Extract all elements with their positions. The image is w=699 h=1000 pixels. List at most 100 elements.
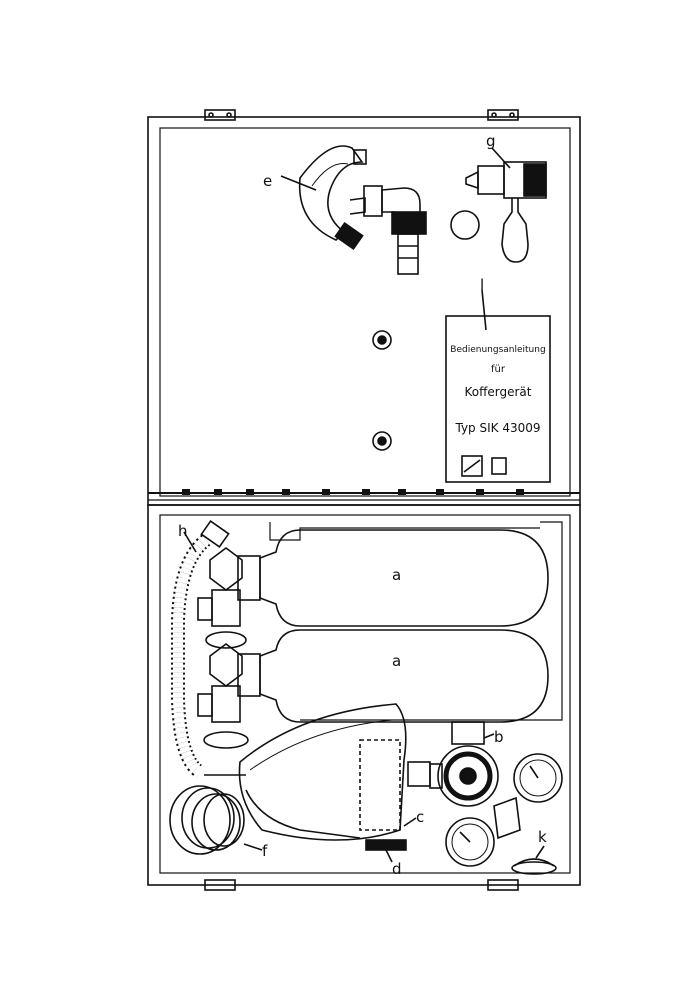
label-l: l xyxy=(480,276,484,294)
tray-wall xyxy=(300,521,563,721)
lid-screw-upper xyxy=(372,330,392,350)
pressure-regulator-b xyxy=(429,721,563,867)
label-a-lower: a xyxy=(392,652,401,670)
leader-b xyxy=(483,733,495,739)
mask-top-nipple xyxy=(353,149,367,165)
leader-h xyxy=(183,531,197,553)
gauge-lower-needle xyxy=(459,831,471,843)
body-inner-frame xyxy=(159,514,571,874)
label-e: e xyxy=(263,172,272,190)
knurled-nut xyxy=(391,211,427,235)
lid-inner-frame xyxy=(159,127,571,497)
cylinder-valves xyxy=(197,547,249,749)
oxygen-cylinder-lower xyxy=(237,629,549,723)
knurled-grip xyxy=(523,163,547,197)
leader-c xyxy=(403,817,417,827)
bag-outline xyxy=(238,703,407,841)
plate-line-1: Bedienungsanleitung xyxy=(450,345,545,355)
valve-handle-upper xyxy=(197,597,213,621)
latch-rivet xyxy=(509,112,515,118)
regulator-housing xyxy=(437,745,499,807)
cartridge-base-d xyxy=(365,839,407,851)
gauge-upper xyxy=(513,753,563,803)
lid-opening xyxy=(450,210,480,240)
cylinder-neck xyxy=(237,653,261,697)
label-f: f xyxy=(262,842,268,860)
regulator-hub xyxy=(459,767,477,785)
corrugated-hose-h xyxy=(171,520,230,778)
gauge-upper-face xyxy=(519,759,557,797)
label-k: k xyxy=(538,828,547,846)
plate-text: Bedienungsanleitung für Koffergerät Typ … xyxy=(450,345,545,435)
emblem-stroke xyxy=(463,459,481,473)
coil-loop xyxy=(169,785,231,855)
regulator-dial-ring xyxy=(443,751,493,801)
cylinder-neck xyxy=(237,555,261,601)
label-h: h xyxy=(178,522,188,540)
hinge-knuckles xyxy=(182,489,524,495)
valve-body-upper xyxy=(211,589,241,627)
small-part-k xyxy=(511,845,557,875)
regulator-top-block xyxy=(451,721,485,745)
mask-rim xyxy=(311,162,349,187)
part-k-base xyxy=(511,861,557,875)
valve-handle-lower xyxy=(197,693,213,717)
fitting-assembly-g xyxy=(465,147,547,263)
hex-nut xyxy=(363,185,383,217)
screw-center xyxy=(377,436,387,446)
label-g: g xyxy=(486,132,496,150)
mask-valve xyxy=(334,222,364,250)
gauge-lower-face xyxy=(451,823,489,861)
cartridge-c xyxy=(359,739,401,831)
coil-loop xyxy=(191,793,241,851)
hex-valve-upper xyxy=(209,547,243,591)
leader-k xyxy=(535,845,545,859)
hex-valve-lower xyxy=(209,643,243,687)
cylinder-body xyxy=(259,529,549,627)
tube-run xyxy=(245,789,361,839)
label-a-upper: a xyxy=(392,566,401,584)
plate-line-3: Koffergerät xyxy=(465,385,532,399)
plate-frame xyxy=(445,315,551,483)
case-body xyxy=(147,504,581,891)
part-k-top xyxy=(513,858,555,867)
mask-shell xyxy=(298,145,364,241)
bag-seam xyxy=(249,719,393,771)
lid-latch-left xyxy=(204,109,236,121)
leader-f xyxy=(243,843,263,851)
leader-e xyxy=(280,175,317,191)
valve-body-lower xyxy=(211,685,241,723)
hose-rings xyxy=(173,536,210,777)
bag-outlet-nut xyxy=(407,761,431,787)
case-lid xyxy=(147,109,581,506)
screw-center xyxy=(377,335,387,345)
body-outer-frame xyxy=(147,504,581,886)
mask-connector xyxy=(349,197,366,215)
label-b: b xyxy=(494,728,504,746)
leader-l xyxy=(481,289,487,331)
plate-line-2: für xyxy=(491,364,506,375)
lid-outer-frame xyxy=(147,116,581,506)
plate-emblem xyxy=(461,455,483,477)
latch-rivet xyxy=(226,112,232,118)
latch-rivet xyxy=(491,112,497,118)
coil-loop xyxy=(203,793,245,847)
lid-latch-right xyxy=(487,109,519,121)
leader-g xyxy=(491,147,511,169)
gauge-lower xyxy=(445,817,495,867)
latch-rivet xyxy=(208,112,214,118)
coiled-tube-f xyxy=(169,785,361,855)
cylinder-body xyxy=(259,629,549,723)
regulator-inlet xyxy=(429,763,443,789)
fitting-cap xyxy=(465,170,479,190)
instruction-plate-l xyxy=(445,289,551,483)
plate-clip xyxy=(491,457,507,475)
part-labels: e g l h a a b c d f k xyxy=(178,132,547,878)
leader-d xyxy=(385,849,393,863)
fitting-body xyxy=(477,165,505,195)
valve-wheel-lower xyxy=(203,731,249,749)
label-d: d xyxy=(392,860,402,878)
fitting-stem xyxy=(501,198,529,263)
body-latch-left xyxy=(204,879,236,891)
